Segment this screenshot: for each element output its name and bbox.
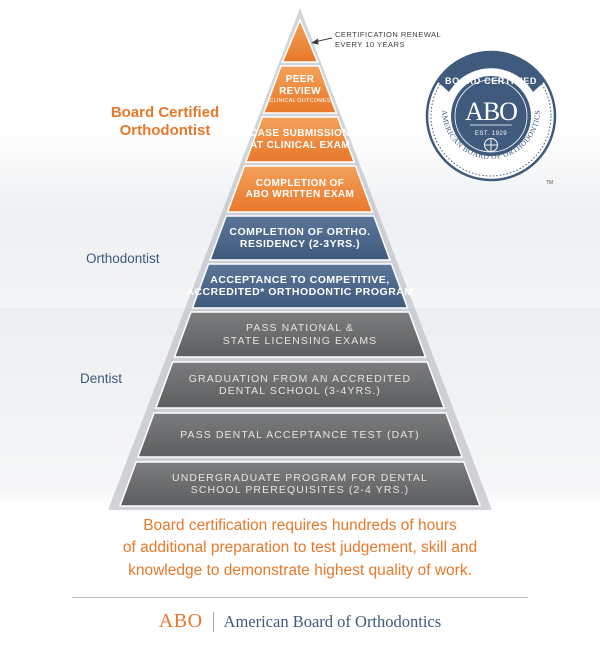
seal-dotted-ring xyxy=(430,55,552,177)
step-label-line: Pass Dental Acceptance Test (DAT) xyxy=(180,428,420,441)
tooth-icon xyxy=(484,138,498,152)
pyramid-apex xyxy=(281,18,319,63)
step-label-line: Dental School (3-4yrs.) xyxy=(218,385,381,397)
pyramid-step-dent-3 xyxy=(136,412,464,458)
seal-top-text: BOARD CERTIFIED xyxy=(445,76,537,86)
label-certified-line1: Board Certified xyxy=(110,104,220,121)
abo-logo: ABO xyxy=(158,610,203,632)
step-label-line: Acceptance to Competitive, xyxy=(210,273,390,286)
renewal-note: Certification Renewal Every 10 Years xyxy=(335,30,441,50)
step-label-line: Case Submission xyxy=(250,128,350,139)
pyramid-step-cert-1 xyxy=(262,65,338,114)
pyramid-step-dent-4 xyxy=(118,461,482,507)
summary-line1: Board certification requires hundreds of… xyxy=(143,517,457,534)
step-label-dent-3: Pass Dental Acceptance Test (DAT) xyxy=(154,413,446,457)
renewal-arrow-head xyxy=(311,38,319,45)
label-orthodontist: Orthodontist xyxy=(86,251,160,266)
footer: ABO American Board of Orthodontics xyxy=(0,610,600,633)
seal-est-text: EST. 1929 xyxy=(475,131,507,137)
step-label-dent-1: Pass National &State Licensing Exams xyxy=(191,312,409,357)
step-label-line: State Licensing Exams xyxy=(222,334,378,347)
step-label-dent-2: Graduation from an AccreditedDental Scho… xyxy=(173,362,428,408)
summary-text: Board certification requires hundreds of… xyxy=(30,515,570,582)
step-label-ortho-1: Completion of Ortho.Residency (2-3yrs.) xyxy=(226,216,374,260)
step-label-line: Completion of Ortho. xyxy=(229,225,371,238)
step-label-line: Completion of xyxy=(255,177,345,189)
label-certified-line2: Orthodontist xyxy=(119,122,211,139)
step-label-line: Undergraduate Program for Dental xyxy=(172,471,428,484)
step-label-line: School Prerequisites (2-4 yrs.) xyxy=(190,484,410,496)
pyramid-step-cert-2 xyxy=(244,116,356,163)
footer-divider xyxy=(72,597,528,598)
pyramid-step-dent-2 xyxy=(154,361,446,409)
step-label-line: Peer xyxy=(285,74,315,86)
organization-name: American Board of Orthodontics xyxy=(223,611,442,631)
step-label-cert-1: PeerReview(Clinical Outcomes) xyxy=(267,66,332,113)
summary-line3: knowledge to demonstrate highest quality… xyxy=(128,561,472,579)
step-label-line: Pass National & xyxy=(246,322,354,335)
renewal-note-line1: Certification Renewal xyxy=(335,30,442,39)
pyramid-step-ortho-2 xyxy=(191,263,409,309)
step-label-line: ABO Written Exam xyxy=(245,189,355,200)
label-board-certified: Board Certified Orthodontist xyxy=(100,104,230,140)
pyramid-step-cert-3 xyxy=(226,165,374,213)
summary-line2: of additional preparation to test judgem… xyxy=(122,539,478,557)
seal-trademark: TM xyxy=(546,180,553,186)
step-label-cert-2: Case Submissionat Clinical Exam xyxy=(250,117,350,162)
step-label-ortho-2: Acceptance to Competitive,Accredited* Or… xyxy=(186,264,413,308)
step-label-line: Residency (2-3yrs.) xyxy=(239,238,361,250)
step-label-line: Graduation from an Accredited xyxy=(188,372,412,385)
step-label-line: Review xyxy=(279,85,321,97)
label-dentist: Dentist xyxy=(80,371,123,386)
pyramid-steps xyxy=(118,18,482,507)
step-label-note: (Clinical Outcomes) xyxy=(267,98,333,105)
seal-monogram: ABO xyxy=(465,97,517,126)
seal-inner-disc xyxy=(451,76,531,156)
seal-top-banner xyxy=(438,53,544,92)
footer-separator xyxy=(212,611,214,632)
step-label-line: Accredited* Orthodontic Program xyxy=(186,286,414,298)
pyramid-step-ortho-1 xyxy=(208,215,392,261)
step-label-cert-3: Completion ofABO Written Exam xyxy=(244,166,355,212)
step-label-dent-4: Undergraduate Program for DentalSchool P… xyxy=(136,462,464,506)
step-label-line: at Clinical Exam xyxy=(250,139,350,151)
renewal-arrow xyxy=(311,37,333,45)
renewal-note-line2: Every 10 Years xyxy=(335,39,405,49)
pyramid-step-dent-1 xyxy=(173,311,427,358)
